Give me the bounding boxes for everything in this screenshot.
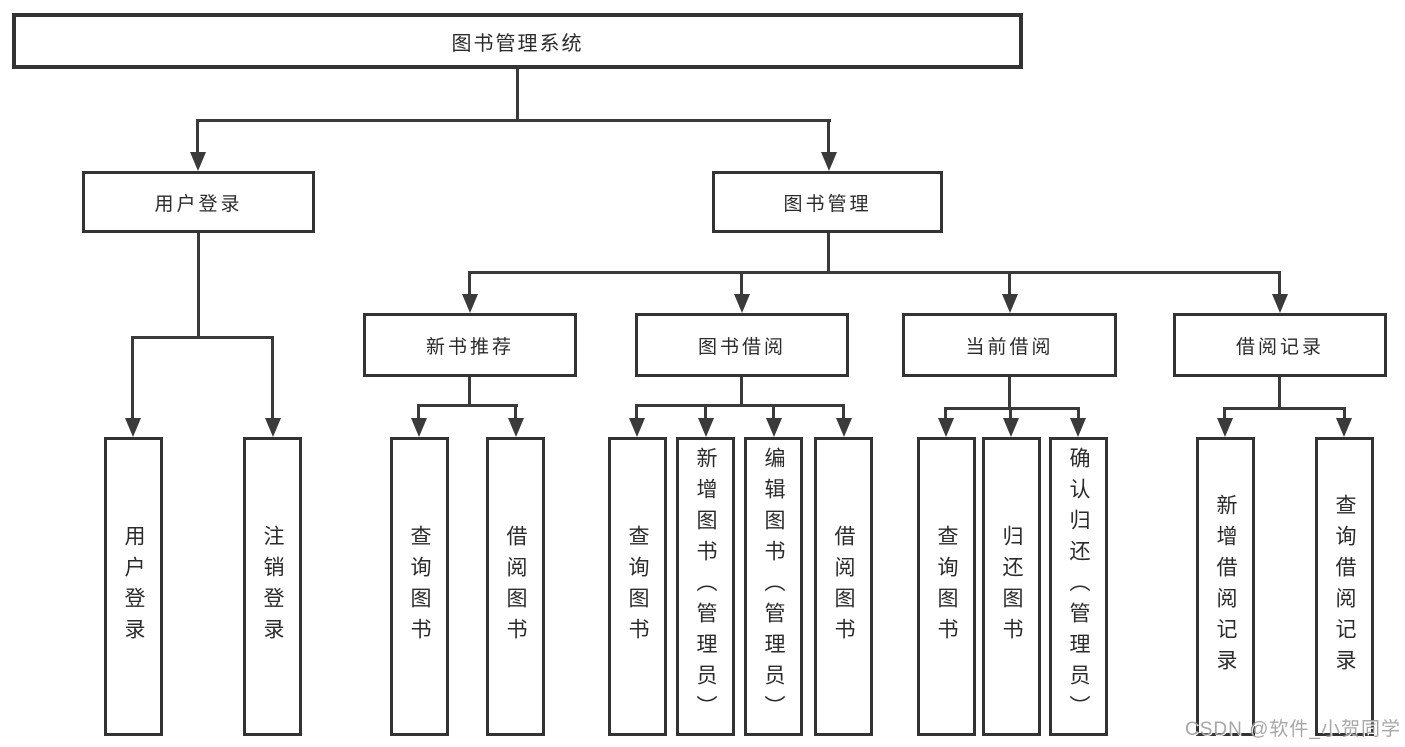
connector-line	[516, 69, 519, 121]
node-book-borrowing-label: 图书借阅	[697, 336, 786, 358]
leaf-borrow-books: 借阅图书	[814, 437, 873, 736]
connector-line	[1223, 407, 1226, 422]
leaf-query-books-borrow: 查询图书	[608, 437, 667, 736]
arrow-down-icon	[1272, 294, 1288, 313]
connector-line	[197, 233, 200, 336]
connector-line	[1009, 407, 1012, 422]
connector-line	[827, 233, 830, 273]
connector-line	[196, 119, 199, 156]
leaf-borrow-books-recommend: 借阅图书	[486, 437, 545, 736]
connector-line	[132, 336, 274, 339]
node-new-book-recommend: 新书推荐	[363, 313, 577, 377]
connector-line	[827, 119, 830, 156]
connector-line	[635, 404, 638, 422]
arrow-down-icon	[821, 152, 837, 171]
leaf-borrow-books-label: 借阅图书	[832, 524, 855, 649]
leaf-return-books: 归还图书	[982, 437, 1041, 736]
leaf-add-books-admin: 新增图书（管理员）	[676, 437, 735, 736]
connector-line	[1008, 271, 1011, 298]
arrow-down-icon	[938, 418, 954, 437]
leaf-query-borrow-record-label: 查询借阅记录	[1333, 493, 1356, 680]
arrow-down-icon	[734, 294, 750, 313]
connector-line	[1278, 271, 1281, 298]
arrow-down-icon	[766, 418, 782, 437]
connector-line	[514, 404, 517, 422]
node-book-management-label: 图书管理	[783, 193, 872, 215]
connector-line	[271, 336, 274, 422]
arrow-down-icon	[125, 418, 141, 437]
connector-line	[468, 271, 471, 298]
arrow-down-icon	[265, 418, 281, 437]
arrow-down-icon	[1002, 294, 1018, 313]
connector-line	[944, 407, 947, 422]
connector-line	[417, 404, 420, 422]
arrow-down-icon	[190, 152, 206, 171]
arrow-down-icon	[1336, 418, 1352, 437]
leaf-edit-books-admin: 编辑图书（管理员）	[744, 437, 803, 736]
leaf-query-books-recommend-label: 查询图书	[408, 524, 431, 649]
leaf-query-books-current-label: 查询图书	[935, 524, 958, 649]
connector-line	[945, 407, 1079, 410]
connector-line	[842, 404, 845, 422]
leaf-query-books-borrow-label: 查询图书	[626, 524, 649, 649]
node-library-system-label: 图书管理系统	[451, 32, 584, 55]
connector-line	[704, 404, 707, 422]
node-library-system: 图书管理系统	[12, 13, 1023, 69]
leaf-logout: 注销登录	[243, 437, 302, 736]
node-new-book-recommend-label: 新书推荐	[425, 336, 514, 358]
node-current-borrowing-label: 当前借阅	[965, 336, 1054, 358]
arrow-down-icon	[836, 418, 852, 437]
arrow-down-icon	[1003, 418, 1019, 437]
connector-line	[1008, 377, 1011, 409]
connector-line	[1224, 407, 1345, 410]
arrow-down-icon	[1217, 418, 1233, 437]
connector-line	[468, 377, 471, 406]
node-book-borrowing: 图书借阅	[635, 313, 849, 377]
arrow-down-icon	[698, 418, 714, 437]
arrow-down-icon	[1070, 418, 1086, 437]
connector-line	[418, 404, 518, 407]
leaf-edit-books-admin-label: 编辑图书（管理员）	[762, 447, 785, 726]
leaf-add-books-admin-label: 新增图书（管理员）	[694, 447, 717, 726]
leaf-return-books-label: 归还图书	[1000, 524, 1023, 649]
leaf-confirm-return-admin: 确认归还（管理员）	[1049, 437, 1108, 736]
node-book-management: 图书管理	[712, 171, 943, 233]
arrow-down-icon	[629, 418, 645, 437]
leaf-query-books-current: 查询图书	[917, 437, 976, 736]
leaf-borrow-books-recommend-label: 借阅图书	[504, 524, 527, 649]
arrow-down-icon	[411, 418, 427, 437]
connector-line	[197, 119, 831, 122]
leaf-user-login: 用户登录	[104, 437, 163, 736]
leaf-add-borrow-record-label: 新增借阅记录	[1214, 493, 1237, 680]
connector-line	[740, 271, 743, 298]
leaf-add-borrow-record: 新增借阅记录	[1196, 437, 1255, 736]
leaf-confirm-return-admin-label: 确认归还（管理员）	[1067, 447, 1090, 726]
leaf-query-borrow-record: 查询借阅记录	[1315, 437, 1374, 736]
arrow-down-icon	[462, 294, 478, 313]
leaf-query-books-recommend: 查询图书	[390, 437, 449, 736]
connector-line	[772, 404, 775, 422]
connector-line	[636, 404, 844, 407]
node-user-login-label: 用户登录	[154, 193, 243, 215]
connector-line	[131, 336, 134, 422]
watermark: CSDN @软件_小贺同学	[1185, 719, 1401, 740]
leaf-logout-label: 注销登录	[261, 524, 284, 649]
node-user-login: 用户登录	[82, 171, 315, 233]
connector-line	[1278, 377, 1281, 409]
leaf-user-login-label: 用户登录	[122, 524, 145, 649]
arrow-down-icon	[508, 418, 524, 437]
node-borrowing-records: 借阅记录	[1173, 313, 1387, 377]
connector-line	[469, 271, 1281, 274]
node-borrowing-records-label: 借阅记录	[1235, 336, 1324, 358]
connector-line	[1343, 407, 1346, 422]
node-current-borrowing: 当前借阅	[902, 313, 1117, 377]
connector-line	[1077, 407, 1080, 422]
connector-line	[740, 377, 743, 406]
